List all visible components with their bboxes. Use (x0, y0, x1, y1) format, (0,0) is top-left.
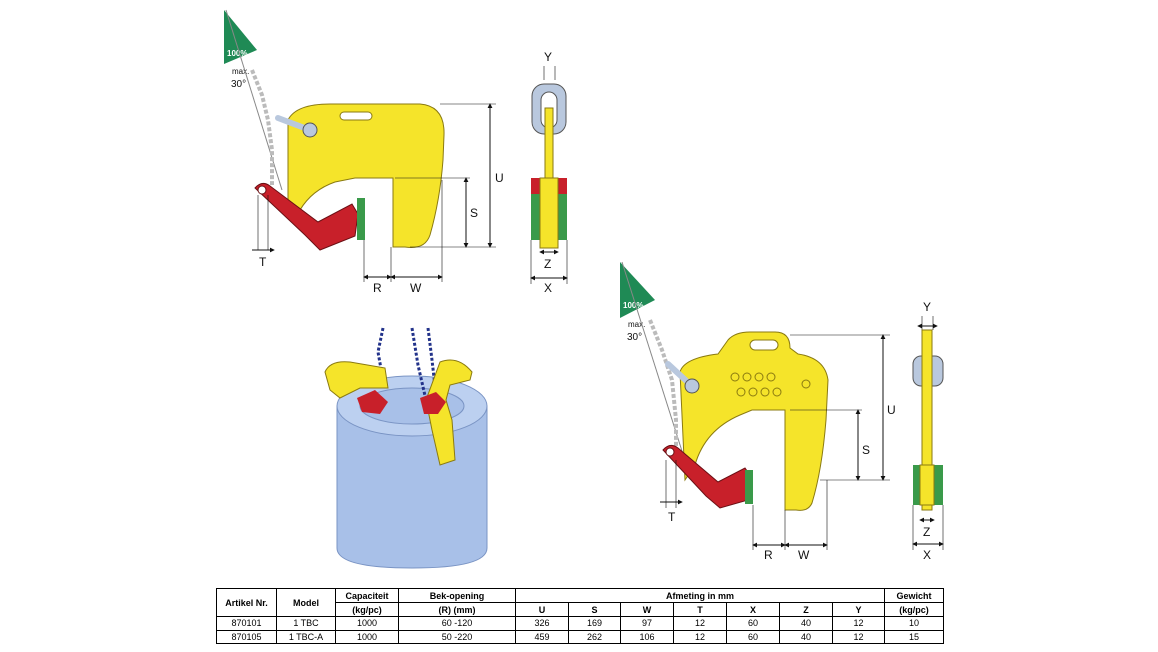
cell-artikel: 870101 (216, 616, 277, 631)
specification-table: Artikel Nr. Model Capaciteit Bek-opening… (216, 588, 944, 644)
header-Y: Y (832, 602, 885, 617)
header-W: W (620, 602, 674, 617)
header-S: S (568, 602, 621, 617)
jaw-pivot (257, 185, 267, 195)
jaw-arm-2 (662, 444, 753, 509)
jaw-right (420, 392, 446, 414)
header-Z: Z (779, 602, 833, 617)
lifting-slot (339, 111, 373, 121)
dim-Z-top: Z (544, 257, 551, 271)
cell-capaciteit: 1000 (335, 616, 399, 631)
header-capaciteit-unit: (kg/pc) (335, 602, 399, 617)
dim-S: S (470, 206, 478, 220)
header-T: T (673, 602, 727, 617)
angle-line-2 (621, 261, 689, 471)
dim-X-top: X (544, 281, 552, 295)
header-capaciteit: Capaciteit (335, 588, 399, 603)
cell-capaciteit: 1000 (335, 629, 399, 644)
table-subheader-row: (kg/pc) (R) (mm) U S W T X Z Y (kg/pc) (217, 602, 944, 617)
cell-W: 106 (620, 629, 674, 644)
cell-W: 97 (620, 616, 674, 631)
jaw-arm (254, 182, 359, 251)
chain (250, 69, 274, 185)
dim-W-2: W (798, 548, 810, 562)
load-angle-flag (224, 10, 257, 64)
dim-W: W (410, 281, 422, 295)
max-angle-label-2: 30° (627, 332, 642, 343)
load-percent-label: 100% (227, 49, 247, 58)
jaw-left (357, 390, 388, 414)
header-bek-unit: (R) (mm) (398, 602, 516, 617)
cell-gewicht: 15 (884, 629, 944, 644)
dim-R-2: R (764, 548, 773, 562)
cell-U: 459 (515, 629, 569, 644)
clamp-front-view-large: Y Z X (912, 300, 944, 562)
header-artikel: Artikel Nr. (216, 588, 277, 617)
load-angle-flag-2 (620, 262, 655, 318)
dim-T: T (259, 255, 267, 269)
cell-X: 60 (726, 629, 780, 644)
header-U: U (515, 602, 569, 617)
technical-drawing: 100% max. 30° U S R W T Y (224, 9, 944, 569)
header-bek-opening: Bek-opening (398, 588, 516, 603)
clamp-front-view-small: Y Z X (530, 50, 568, 295)
cell-model: 1 TBC (276, 616, 336, 631)
cell-Y: 12 (832, 629, 885, 644)
dim-Y-top: Y (544, 50, 552, 64)
dim-U-2: U (887, 403, 896, 417)
header-gewicht-unit: (kg/pc) (884, 602, 944, 617)
dim-S-2: S (862, 443, 870, 457)
clamp-side-view-small: 100% max. 30° U S R W T (224, 9, 504, 295)
clamp-right (425, 359, 473, 466)
usage-illustration (324, 327, 488, 569)
dim-Z-2: Z (923, 525, 930, 539)
cell-T: 12 (673, 629, 727, 644)
cell-Y: 12 (832, 616, 885, 631)
grip-pad (357, 198, 365, 240)
dim-R: R (373, 281, 382, 295)
dim-T-2: T (668, 510, 676, 524)
clamp-body-2 (679, 331, 829, 511)
cell-S: 169 (568, 616, 621, 631)
cell-Z: 40 (779, 629, 833, 644)
dim-X-2: X (923, 548, 931, 562)
chain-middle (410, 327, 428, 401)
cell-T: 12 (673, 616, 727, 631)
cell-model: 1 TBC-A (276, 629, 336, 644)
header-gewicht: Gewicht (884, 588, 944, 603)
cell-Z: 40 (779, 616, 833, 631)
dim-Y-2: Y (923, 300, 931, 314)
load-percent-label-2: 100% (623, 301, 643, 310)
cell-X: 60 (726, 616, 780, 631)
table-header-row: Artikel Nr. Model Capaciteit Bek-opening… (216, 588, 944, 617)
max-label-2: max. (628, 320, 645, 329)
clamp-left (324, 361, 389, 399)
header-model: Model (276, 588, 336, 617)
table-row: 870105 1 TBC-A 1000 50 -220 459 262 106 … (216, 629, 944, 644)
table-row: 870101 1 TBC 1000 60 -120 326 169 97 12 … (216, 616, 944, 631)
header-X: X (726, 602, 780, 617)
header-afmeting: Afmeting in mm (515, 588, 885, 603)
clamp-side-view-large: 100% max. 30° U S R W T (620, 261, 896, 562)
cell-U: 326 (515, 616, 569, 631)
cell-bek: 50 -220 (398, 629, 516, 644)
max-label: max. (232, 67, 249, 76)
angle-line (225, 9, 283, 191)
clamp-body (287, 103, 445, 248)
cell-artikel: 870105 (216, 629, 277, 644)
shackle-pin (302, 122, 318, 138)
cell-S: 262 (568, 629, 621, 644)
cell-gewicht: 10 (884, 616, 944, 631)
adjust-holes (730, 372, 811, 397)
dim-U: U (495, 171, 504, 185)
cell-bek: 60 -120 (398, 616, 516, 631)
max-angle-label: 30° (231, 79, 246, 90)
